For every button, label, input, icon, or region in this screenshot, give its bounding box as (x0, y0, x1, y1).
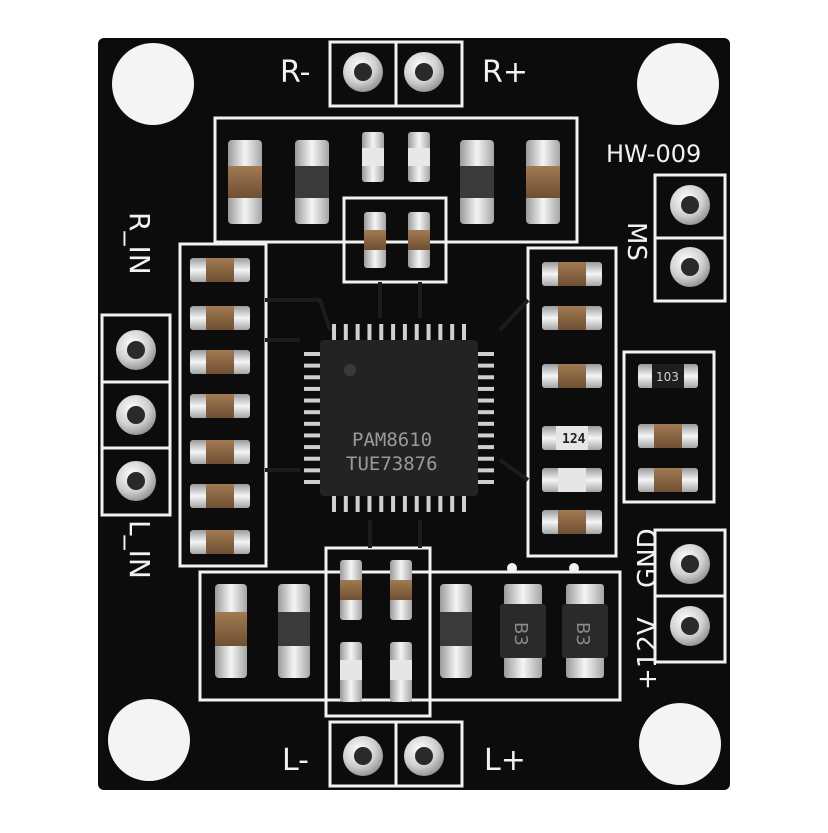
ic-pin (304, 480, 320, 484)
ic-pin (450, 324, 455, 340)
ic-pin (332, 496, 336, 512)
resistor-code-124: 124 (562, 432, 586, 447)
ic-pin (426, 496, 431, 512)
ic-pin (304, 386, 320, 391)
right-caps (542, 262, 698, 534)
ic-pin (478, 480, 494, 484)
ic-pin (304, 363, 320, 368)
ic-pin (478, 456, 494, 461)
bottom-components (215, 560, 608, 702)
ic-pin (450, 496, 455, 512)
ic-marking-line1: PAM8610 (352, 429, 432, 451)
ic-pin (379, 496, 384, 512)
ic-pin (304, 398, 320, 403)
ic-pin (304, 375, 320, 380)
ic-pin (304, 456, 320, 461)
ic-pin (478, 352, 494, 356)
ic-pin (304, 445, 320, 450)
ic-pin (478, 433, 494, 438)
label-12v: +12V (633, 617, 663, 690)
ic-body (320, 340, 478, 496)
ic-pin (304, 468, 320, 473)
ic-pin (367, 496, 372, 512)
ic-pin (478, 421, 494, 426)
ic-pin (332, 324, 336, 340)
ic-pin (462, 324, 466, 340)
top-components (228, 132, 560, 268)
ic-pin (426, 324, 431, 340)
ic-pin (462, 496, 466, 512)
label-ms: MS (621, 222, 651, 261)
ic-pin (438, 324, 443, 340)
diode-code-2: B3 (572, 622, 593, 646)
ic-pin1-dot (344, 364, 356, 376)
header-input (100, 313, 172, 517)
ic-pin (478, 445, 494, 450)
diode-code-1: B3 (510, 622, 531, 646)
ic-pin (402, 496, 407, 512)
model-label: HW-009 (606, 140, 701, 168)
ic-pin (355, 324, 360, 340)
label-l-plus: L+ (484, 743, 526, 778)
label-r-minus: R- (280, 55, 310, 90)
header-power (653, 528, 727, 664)
ic-pin (478, 375, 494, 380)
ic-pin (379, 324, 384, 340)
ic-marking-line2: TUE73876 (346, 453, 438, 475)
ic-pin (343, 324, 348, 340)
header-ms (653, 173, 727, 303)
ic-pin (478, 398, 494, 403)
ic-pin (391, 324, 396, 340)
ic-pin (478, 386, 494, 391)
ic-pin (391, 496, 396, 512)
ic-pin (414, 324, 419, 340)
ic-pin (478, 468, 494, 473)
ic-pin (478, 410, 494, 415)
mounting-holes (108, 43, 721, 785)
ic-pin (414, 496, 419, 512)
label-r-plus: R+ (482, 55, 528, 90)
ic-pin (478, 363, 494, 368)
ic-pin (304, 421, 320, 426)
header-l-output (328, 720, 464, 788)
label-l-minus: L- (282, 743, 309, 778)
label-l-in: L_IN (123, 520, 156, 579)
ic-pin (304, 352, 320, 356)
ic-pin (304, 433, 320, 438)
pcb-traces (265, 282, 530, 548)
ic-pins (304, 324, 494, 512)
ic-pin (304, 410, 320, 415)
ic-pin (402, 324, 407, 340)
ic-pin (367, 324, 372, 340)
left-caps (190, 258, 250, 554)
header-r-output (328, 40, 464, 108)
label-r-in: R_IN (123, 212, 156, 275)
ic-pin (438, 496, 443, 512)
label-gnd: GND (633, 528, 663, 588)
ic-pin (355, 496, 360, 512)
resistor-code-103: 103 (656, 370, 679, 384)
ic-pin (343, 496, 348, 512)
